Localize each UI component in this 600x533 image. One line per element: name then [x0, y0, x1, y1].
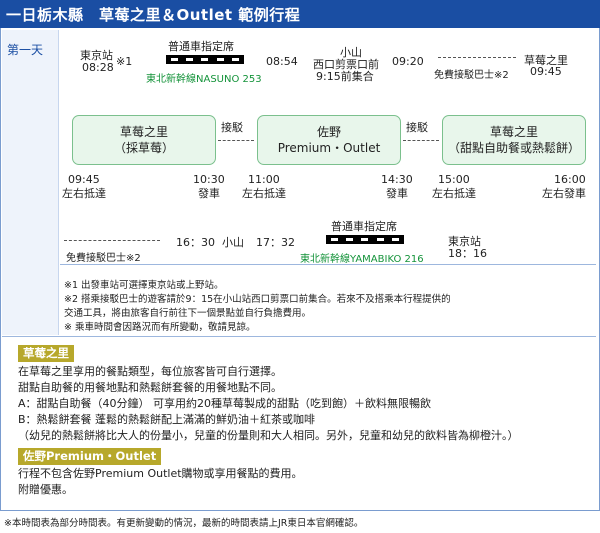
box-subtitle: Premium・Outlet	[277, 141, 381, 155]
time-label-4: 發車	[386, 187, 408, 200]
header-bar: 一日栃木縣 草莓之里＆Outlet 範例行程	[0, 0, 600, 28]
train-type-2: 普通車指定席	[331, 220, 397, 233]
time-label-6: 左右發車	[542, 187, 586, 200]
bus-label-2: 免費接駁巴士※2	[66, 253, 141, 264]
meet-time: 9:15前集合	[316, 70, 374, 83]
bus-label-1: 免費接駁巴士※2	[434, 70, 509, 81]
paragraph-line: 甜點自助餐的用餐地點和熱鬆餅套餐的用餐地點不同。	[18, 381, 282, 394]
train-type-1: 普通車指定席	[168, 40, 234, 53]
bus-route-line	[438, 57, 516, 58]
oyama-exit: 西口剪票口前	[313, 58, 379, 71]
stop-box-outlet: 佐野 Premium・Outlet	[257, 115, 401, 165]
time-label-1: 左右抵達	[62, 187, 106, 200]
train-name-1: 東北新幹線NASUNO 253	[146, 74, 262, 85]
page-title: 一日栃木縣 草莓之里＆Outlet 範例行程	[6, 6, 301, 24]
note-2-cont: 交通工具，將由旅客自行前往下一個景點並自行負擔費用。	[64, 308, 312, 319]
farm-arrive-time: 09:45	[530, 65, 562, 78]
paragraph-line: B：熱鬆餅套餐 蓬鬆的熱鬆餅配上滿滿的鮮奶油＋紅茶或咖啡	[18, 413, 316, 426]
tokyo-arrive-time: 18：16	[448, 247, 487, 260]
day-label-column: 第一天	[2, 30, 59, 335]
section-outlet-body: 行程不包含佐野Premium Outlet購物或享用餐點的費用。 附贈優惠。	[18, 466, 303, 498]
section-strawberry-body: 在草莓之里享用的餐點類型，每位旅客皆可自行選擇。 甜點自助餐的用餐地點和熱鬆餅套…	[18, 364, 519, 444]
paragraph-line: 行程不包含佐野Premium Outlet購物或享用餐點的費用。	[18, 467, 303, 480]
section-tag-outlet: 佐野Premium・Outlet	[18, 448, 162, 465]
train-name-2: 東北新幹線YAMABIKO 216	[300, 254, 424, 265]
oyama-depart-time: 17：32	[256, 236, 295, 249]
stop-box-strawberry-picking: 草莓之里 （採草莓）	[72, 115, 216, 165]
station-oyama: 小山	[340, 46, 362, 59]
day-label: 第一天	[7, 43, 44, 57]
note-2: ※2 搭乘接駁巴士的遊客請於9：15在小山站西口剪票口前集合。若來不及搭乘本行程…	[64, 294, 451, 305]
time-label-2: 發車	[198, 187, 220, 200]
tokyo-depart-time: 08:28	[82, 61, 114, 74]
note-1: ※1 出發車站可選擇東京站或上野站。	[64, 280, 224, 291]
station-oyama-2: 小山	[222, 236, 244, 249]
box-subtitle: （採草莓）	[113, 141, 174, 155]
transfer-line-2	[403, 140, 439, 141]
time-3: 11:00	[248, 173, 280, 186]
transfer-label-1: 接駁	[221, 121, 243, 134]
train-icon	[326, 235, 404, 244]
paragraph-line: 附贈優惠。	[18, 483, 73, 496]
divider	[2, 336, 596, 337]
note-3: ※ 乘車時間會因路況而有所變動，敬請見諒。	[64, 322, 256, 333]
bus-depart-time: 09:20	[392, 55, 424, 68]
time-5: 15:00	[438, 173, 470, 186]
arrive-time-1: 08:54	[266, 55, 298, 68]
section-tag-strawberry: 草莓之里	[18, 345, 74, 362]
stop-box-dessert: 草莓之里 （甜點自助餐或熱鬆餅）	[442, 115, 586, 165]
time-1: 09:45	[68, 173, 100, 186]
station-tokyo-2: 東京站	[448, 235, 481, 248]
transfer-line-1	[218, 140, 254, 141]
station-farm: 草莓之里	[524, 54, 568, 67]
station-tokyo: 東京站	[80, 49, 113, 62]
paragraph-line: （幼兒的熱鬆餅將比大人的份量小，兒童的份量則和大人相同。另外，兒童和幼兒的飲料皆…	[18, 429, 519, 442]
box-subtitle: （甜點自助餐或熱鬆餅）	[447, 141, 580, 155]
note1-mark: ※1	[116, 55, 133, 68]
time-6: 16:00	[554, 173, 586, 186]
train-icon	[166, 55, 244, 64]
paragraph-line: 在草莓之里享用的餐點類型，每位旅客皆可自行選擇。	[18, 365, 282, 378]
box-title: 草莓之里	[489, 125, 538, 139]
time-label-5: 左右抵達	[432, 187, 476, 200]
bus-route-line-2	[64, 240, 160, 241]
time-2: 10:30	[193, 173, 225, 186]
transfer-label-2: 接駁	[406, 121, 428, 134]
box-title: 草莓之里	[119, 125, 168, 139]
box-title: 佐野	[316, 125, 341, 139]
divider	[60, 264, 596, 265]
time-label-3: 左右抵達	[242, 187, 286, 200]
oyama-arrive-time: 16：30	[176, 236, 215, 249]
time-4: 14:30	[381, 173, 413, 186]
paragraph-line: A：甜點自助餐（40分鐘） 可享用約20種草莓製成的甜點（吃到飽）＋飲料無限暢飲	[18, 397, 432, 410]
footer-note: ※本時間表為部分時間表。有更新變動的情況，最新的時間表請上JR東日本官網確認。	[4, 518, 364, 529]
